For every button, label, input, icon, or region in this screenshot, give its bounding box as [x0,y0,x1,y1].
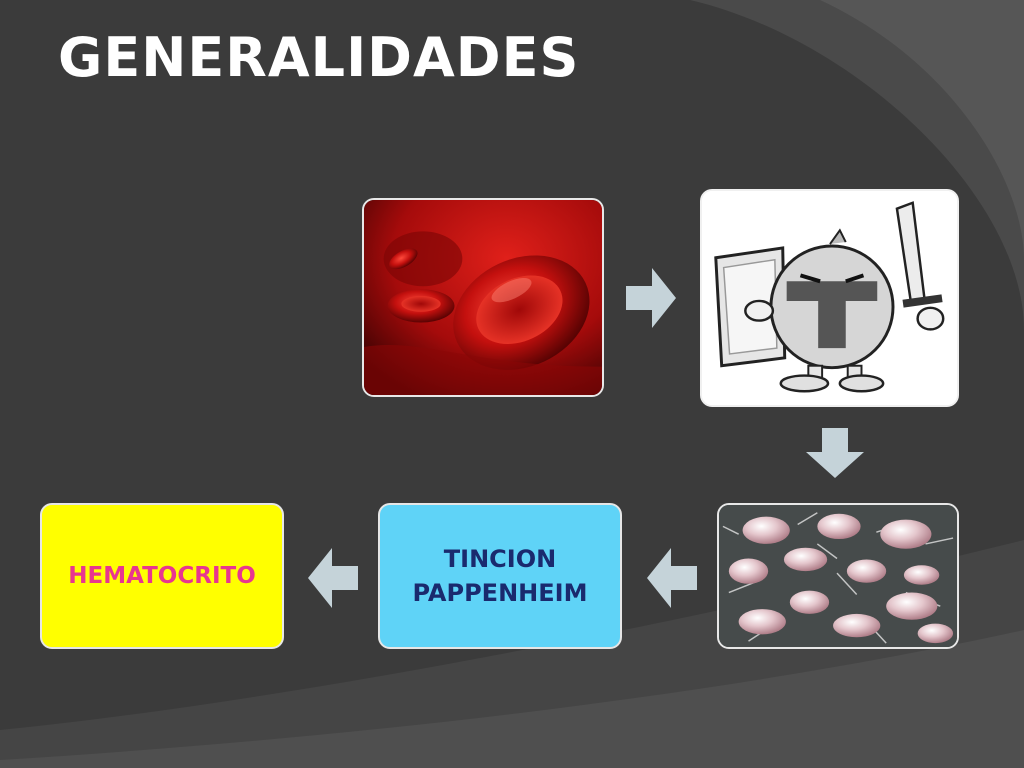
arrow-down-icon [806,428,864,478]
tincion-label-line2: PAPPENHEIM [412,579,588,607]
arrow-left-icon [647,548,697,608]
red-blood-cells-image [362,198,604,397]
hematocrito-label: HEMATOCRITO [68,563,256,589]
slide-title: GENERALIDADES [58,26,580,89]
cell-warrior-cartoon-image [700,189,959,407]
platelets-micrograph-image [717,503,959,649]
hematocrito-box: HEMATOCRITO [40,503,284,649]
tincion-label: TINCION PAPPENHEIM [413,542,588,610]
arrow-left-icon [308,548,358,608]
arrow-right-icon [626,268,676,328]
tincion-label-line1: TINCION [443,545,557,573]
tincion-pappenheim-box: TINCION PAPPENHEIM [378,503,622,649]
